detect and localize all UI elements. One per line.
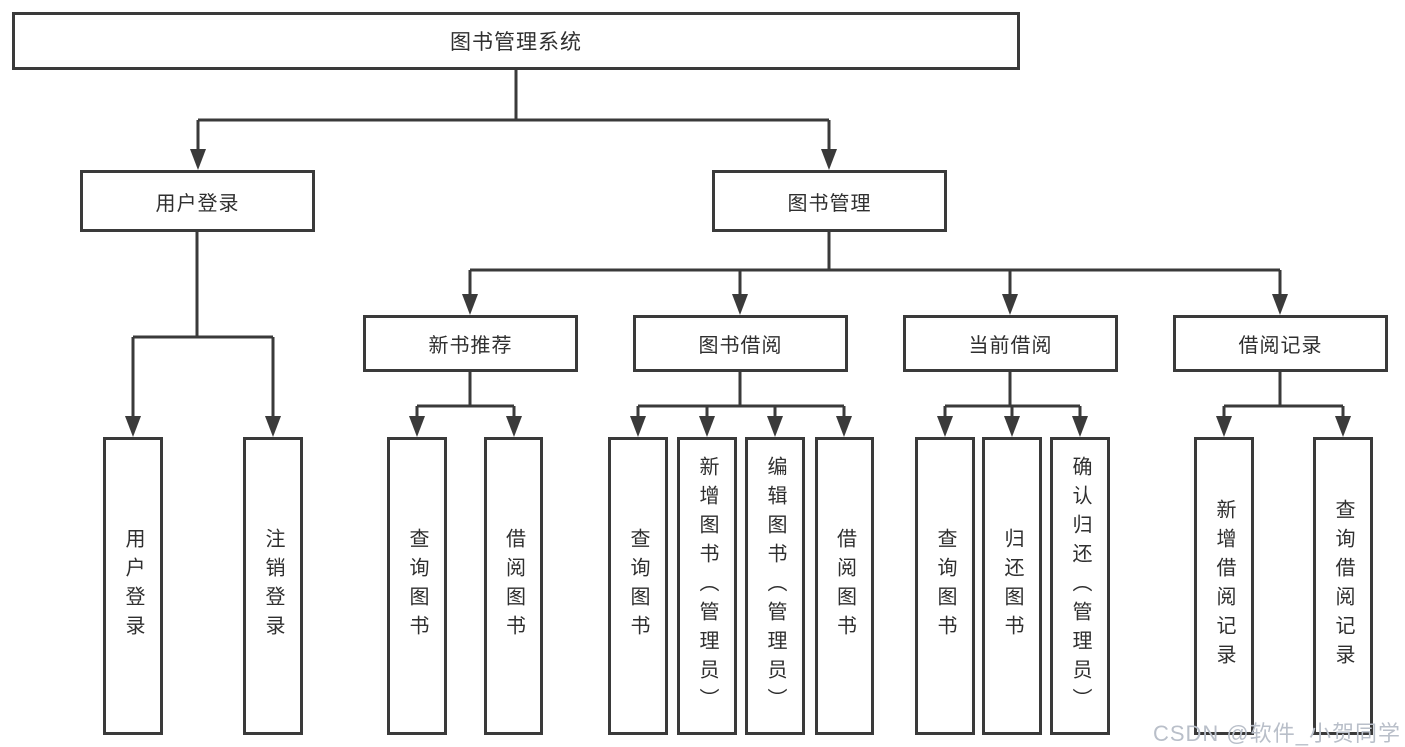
leaf-logout-label: 注销登录 [262, 528, 284, 644]
connector-book-management-to-level3 [462, 232, 1288, 315]
leaf-nb-borrow-books: 借阅图书 [484, 437, 543, 735]
arrowhead-icon [1272, 294, 1288, 315]
leaf-logout: 注销登录 [243, 437, 303, 735]
arrowhead-icon [699, 416, 715, 437]
arrowhead-icon [937, 416, 953, 437]
leaf-user-login-label: 用户登录 [122, 528, 144, 644]
leaf-br-query-record-label: 查询借阅记录 [1332, 499, 1354, 673]
leaf-cb-query-books: 查询图书 [915, 437, 975, 735]
leaf-cb-query-books-label: 查询图书 [934, 528, 956, 644]
node-book-borrowing: 图书借阅 [633, 315, 848, 372]
node-new-book-recommend: 新书推荐 [363, 315, 578, 372]
leaf-bb-edit-books-admin: 编辑图书（管理员） [745, 437, 805, 735]
node-borrowing-records-label: 借阅记录 [1238, 335, 1323, 357]
leaf-bb-borrow-books: 借阅图书 [815, 437, 874, 735]
connector-current-borrowing-to-leaves [937, 372, 1088, 437]
leaf-cb-confirm-return-admin-label: 确认归还（管理员） [1069, 455, 1091, 717]
connector-line [415, 372, 516, 418]
connector-line [196, 70, 831, 151]
connector-line [131, 232, 275, 418]
leaf-nb-query-books-label: 查询图书 [406, 528, 428, 644]
node-book-management-label: 图书管理 [787, 192, 872, 215]
leaf-user-login: 用户登录 [103, 437, 163, 735]
connector-user-login-to-leaves [125, 232, 281, 437]
arrowhead-icon [732, 294, 748, 315]
arrowhead-icon [190, 149, 206, 170]
leaf-bb-add-books-admin-label: 新增图书（管理员） [696, 455, 718, 717]
connector-book-borrowing-to-leaves [630, 372, 852, 437]
arrowhead-icon [125, 416, 141, 437]
arrowhead-icon [409, 416, 425, 437]
leaf-cb-return-books-label: 归还图书 [1001, 528, 1023, 644]
node-book-borrowing-label: 图书借阅 [698, 335, 783, 357]
node-borrowing-records: 借阅记录 [1173, 315, 1388, 372]
node-root-label: 图书管理系统 [450, 31, 582, 54]
arrowhead-icon [265, 416, 281, 437]
connector-line [636, 372, 846, 418]
arrowhead-icon [836, 416, 852, 437]
connector-line [943, 372, 1082, 418]
arrowhead-icon [462, 294, 478, 315]
connector-line [1222, 372, 1345, 418]
connector-new-book-recommend-to-leaves [409, 372, 522, 437]
arrowhead-icon [1216, 416, 1232, 437]
arrowhead-icon [506, 416, 522, 437]
leaf-nb-borrow-books-label: 借阅图书 [502, 528, 525, 644]
leaf-cb-return-books: 归还图书 [982, 437, 1042, 735]
arrowhead-icon [767, 416, 783, 437]
connector-borrowing-records-to-leaves [1216, 372, 1351, 437]
watermark: CSDN @软件_小贺同学 [1152, 721, 1401, 746]
leaf-nb-query-books: 查询图书 [387, 437, 447, 735]
node-user-login-label: 用户登录 [155, 192, 240, 215]
arrowhead-icon [821, 149, 837, 170]
leaf-bb-edit-books-admin-label: 编辑图书（管理员） [764, 455, 786, 717]
arrowhead-icon [1335, 416, 1351, 437]
arrowhead-icon [630, 416, 646, 437]
connector-line [468, 232, 1282, 296]
leaf-bb-add-books-admin: 新增图书（管理员） [677, 437, 737, 735]
connector-root-to-level2 [190, 70, 837, 170]
leaf-bb-query-books-label: 查询图书 [627, 528, 649, 644]
leaf-bb-query-books: 查询图书 [608, 437, 668, 735]
node-current-borrowing: 当前借阅 [903, 315, 1118, 372]
leaf-bb-borrow-books-label: 借阅图书 [833, 528, 856, 644]
node-user-login: 用户登录 [80, 170, 315, 232]
node-current-borrowing-label: 当前借阅 [968, 335, 1053, 357]
arrowhead-icon [1072, 416, 1088, 437]
node-new-book-recommend-label: 新书推荐 [428, 335, 513, 357]
leaf-br-add-record: 新增借阅记录 [1194, 437, 1254, 735]
node-root: 图书管理系统 [12, 12, 1020, 70]
leaf-br-query-record: 查询借阅记录 [1313, 437, 1373, 735]
arrowhead-icon [1002, 294, 1018, 315]
leaf-cb-confirm-return-admin: 确认归还（管理员） [1050, 437, 1110, 735]
leaf-br-add-record-label: 新增借阅记录 [1213, 499, 1235, 673]
node-book-management: 图书管理 [712, 170, 947, 232]
arrowhead-icon [1004, 416, 1020, 437]
